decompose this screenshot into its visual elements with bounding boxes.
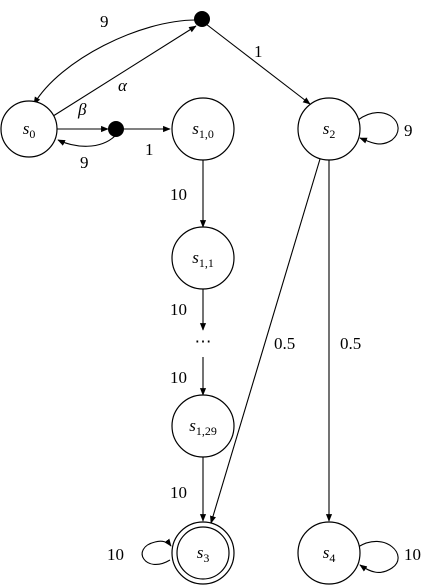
label-beta-back: 9 <box>80 153 89 172</box>
label-s11-dots: 10 <box>170 300 187 319</box>
label-s129-s3: 10 <box>170 483 187 502</box>
loop-s2 <box>357 112 399 145</box>
edge-beta-s0 <box>57 135 116 147</box>
label-alpha-back: 9 <box>100 12 109 31</box>
action-alpha-node <box>194 11 210 27</box>
loop-s3 <box>141 538 172 566</box>
label-s2-s4: 0.5 <box>340 334 361 353</box>
svg-text:s1,0: s1,0 <box>192 119 214 141</box>
label-s4-loop: 10 <box>404 545 421 564</box>
svg-text:s1,29: s1,29 <box>189 416 217 438</box>
svg-text:s0: s0 <box>23 119 36 141</box>
edge-alpha-s0 <box>33 19 197 105</box>
state-s4: s4 <box>297 521 361 585</box>
svg-text:s2: s2 <box>323 119 336 141</box>
label-beta-to-s10: 1 <box>145 140 154 159</box>
svg-text:s3: s3 <box>197 543 210 565</box>
label-beta-action: β <box>77 100 87 119</box>
edge-s2-s3 <box>210 158 321 524</box>
state-s0: s0 <box>0 100 58 158</box>
label-s2-loop: 9 <box>404 121 413 140</box>
label-s2-s3: 0.5 <box>274 334 295 353</box>
label-s3-loop: 10 <box>107 545 124 564</box>
state-s1-0: s1,0 <box>171 97 235 161</box>
edge-alpha-s2 <box>205 23 311 105</box>
svg-text:s4: s4 <box>323 543 336 565</box>
label-alpha-action: α <box>118 76 128 95</box>
label-dots-s129: 10 <box>170 368 187 387</box>
state-s2: s2 <box>297 97 361 161</box>
loop-s4 <box>357 540 399 573</box>
edge-s0-alpha <box>49 25 197 119</box>
label-s10-s11: 10 <box>170 185 187 204</box>
state-s3-accepting: s3 <box>171 521 235 585</box>
label-alpha-to-s2: 1 <box>254 42 263 61</box>
state-s1-29: s1,29 <box>171 394 235 458</box>
action-beta-node <box>108 121 124 137</box>
svg-text:s1,1: s1,1 <box>192 248 214 270</box>
state-s1-1: s1,1 <box>171 226 235 290</box>
ellipsis: ⋯ <box>195 332 212 351</box>
